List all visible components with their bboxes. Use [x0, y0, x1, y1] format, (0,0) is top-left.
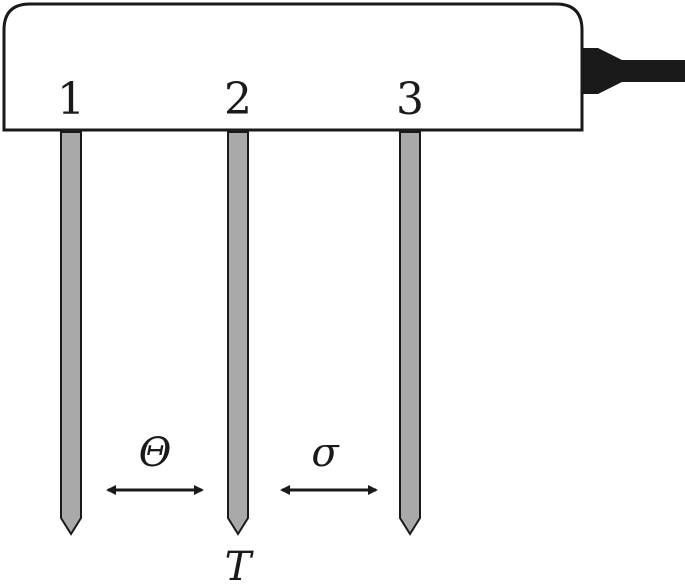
probe-rod-3 — [399, 131, 421, 536]
probe-label-1: 1 — [57, 74, 85, 125]
probe-label-3: 3 — [396, 74, 424, 125]
cable — [580, 48, 685, 94]
probe-rod-1 — [60, 131, 82, 536]
bottom-label: T — [225, 544, 255, 588]
probe-rod-2 — [227, 131, 249, 536]
sensor-body — [2, 2, 584, 132]
spacing-label-right: σ — [311, 430, 340, 476]
probe-label-2: 2 — [224, 74, 252, 125]
spacing-label-left: Θ — [139, 430, 172, 476]
